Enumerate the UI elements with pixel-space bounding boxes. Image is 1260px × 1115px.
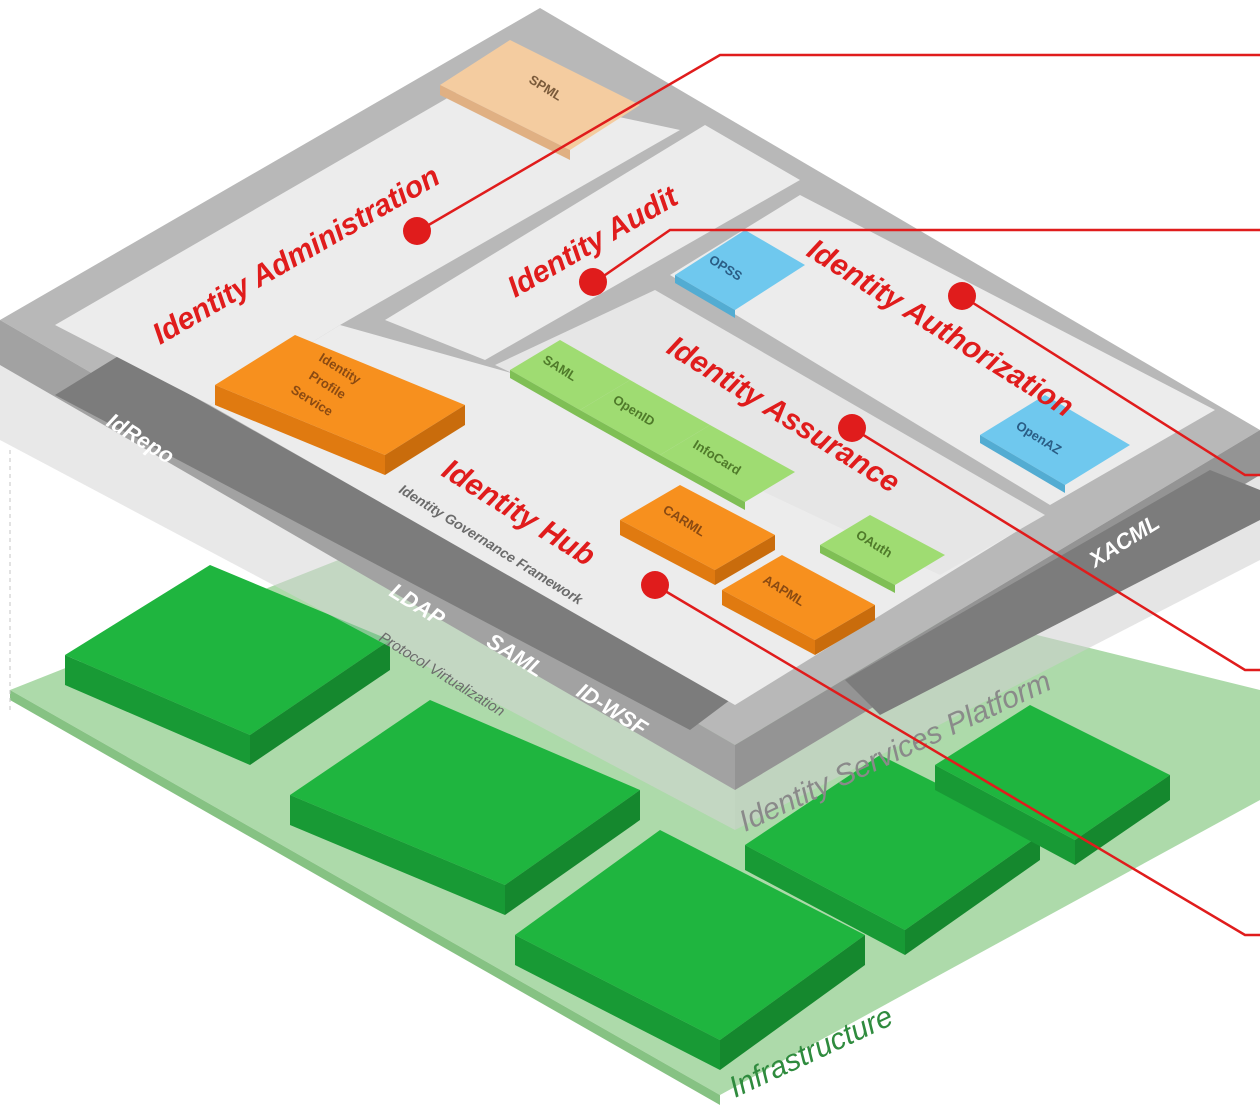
callout-dot-assurance [838,414,866,442]
region-assurance [495,290,1045,575]
region-administration [55,85,680,405]
callout-assurance [851,426,1260,672]
callout-audit [594,228,1260,284]
callout-dot-administration [403,217,431,245]
chip-openid: OpenID [580,380,710,463]
chip-infocard: InfoCard [660,425,795,510]
protocol-rail [55,355,730,730]
infrastructure-plane-edge [10,690,720,1105]
chip-oauth: OAuth [820,515,945,593]
infra-block-2 [290,700,640,915]
callout-authorization [961,294,1260,477]
infra-block-3 [515,830,865,1070]
chip-spml: SPML [440,40,640,160]
callout-administration [419,53,1260,232]
callout-dot-hub [641,571,669,599]
protocol-rail-right [845,470,1260,715]
chip-openaz: OpenAZ [980,395,1130,493]
chip-saml-assurance: SAML [510,340,630,418]
infra-block-5 [935,705,1170,865]
chip-aapml: AAPML [722,555,875,655]
callout-dots [403,217,976,599]
callout-hub [654,583,1260,937]
chip-identity-profile-service: Identity Profile Service [215,335,465,475]
infra-block-1 [65,565,390,765]
callout-dot-authorization [948,282,976,310]
chip-opss: OPSS [675,230,805,318]
services-platform-layer: Identity Services Platform SPML OPSS Ope… [0,8,1260,838]
region-audit [385,125,800,360]
callouts [419,53,1260,937]
callout-dot-audit [579,268,607,296]
chip-carml: CARML [620,485,775,585]
